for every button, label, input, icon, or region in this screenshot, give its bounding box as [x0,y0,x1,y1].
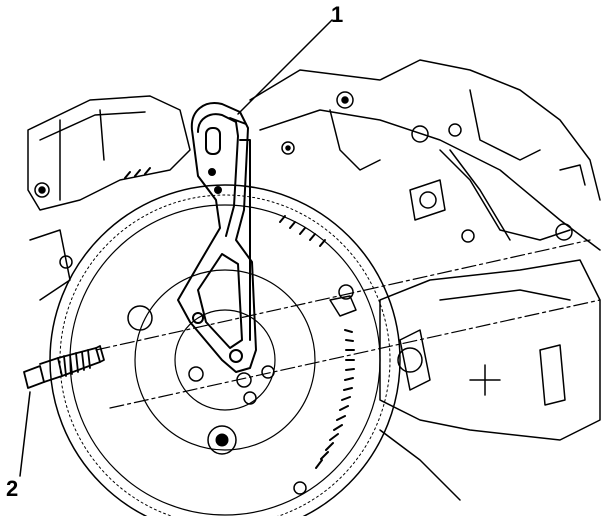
callout-label-2: 2 [6,476,19,501]
engine-block-outline [27,95,191,301]
alignment-lines [95,239,601,409]
leader-lines [19,19,333,477]
stud-bolt [23,345,105,389]
engine-lower-right [329,259,601,501]
ring-gear-teeth [124,167,355,469]
leader-line-2 [19,391,31,477]
callout-label-1: 1 [331,2,344,27]
bracket-part [177,102,257,373]
engine-upper-right [249,59,601,251]
leader-line-1 [237,19,333,115]
